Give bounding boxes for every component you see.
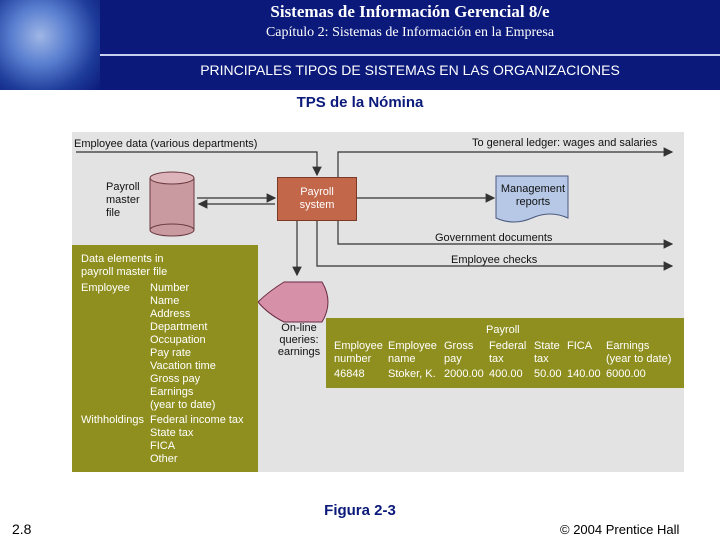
payroll-table-title: Payroll (486, 324, 520, 336)
employee-label: Employee (81, 282, 130, 294)
withholdings-label: Withholdings (81, 414, 144, 426)
diagram-heading: TPS de la Nómina (296, 94, 424, 111)
header-bar: Sistemas de Información Gerencial 8/e Ca… (0, 0, 720, 90)
to-ledger-label: To general ledger: wages and salaries (472, 137, 658, 149)
slide-number: 2.8 (12, 521, 32, 537)
employee-checks-label: Employee checks (451, 254, 538, 266)
header-divider (100, 54, 720, 56)
arrow-employee-data (76, 151, 322, 177)
display-terminal-icon (257, 281, 329, 323)
page-subtitle: Capítulo 2: Sistemas de Información en l… (265, 25, 555, 40)
employee-data-label: Employee data (various departments) (74, 138, 258, 150)
government-documents-label: Government documents (435, 232, 553, 244)
page-title: Sistemas de Información Gerencial 8/e (270, 2, 550, 21)
payroll-diagram: Employee data (various departments) To g… (72, 132, 684, 472)
payroll-system-box: Payroll system (277, 177, 357, 221)
data-elements-panel: Data elements in payroll master file Emp… (72, 245, 258, 472)
section-title: PRINCIPALES TIPOS DE SISTEMAS EN LAS ORG… (200, 62, 620, 78)
database-cylinder-icon (149, 171, 195, 237)
figure-caption: Figura 2-3 (324, 502, 396, 519)
copyright: © 2004 Prentice Hall (560, 522, 680, 537)
payroll-table: Payroll Employee Employee Gross Federal … (326, 318, 684, 388)
globe-icon (0, 0, 100, 90)
arrow-checks (316, 220, 674, 271)
report-document-icon (495, 175, 569, 223)
